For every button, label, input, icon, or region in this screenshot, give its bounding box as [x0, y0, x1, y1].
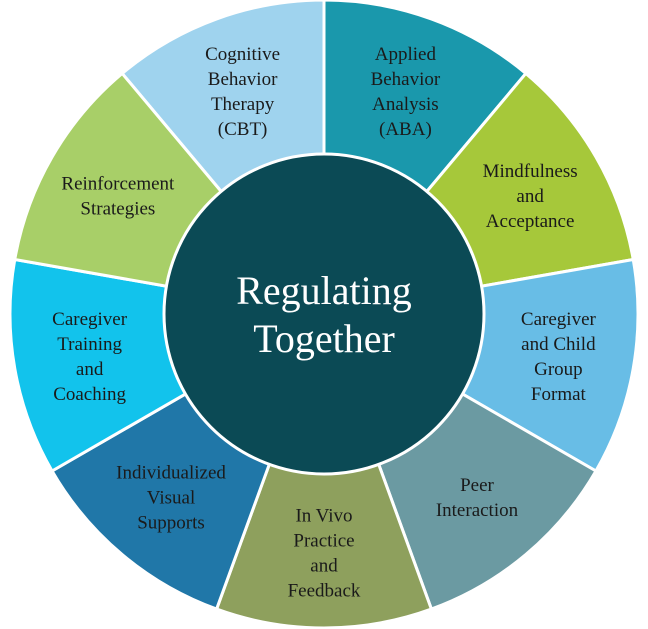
- segment-label-line: Visual: [147, 487, 195, 508]
- segment-label-line: and Child: [521, 334, 596, 355]
- center-hub: [162, 152, 486, 476]
- segment-label-line: (CBT): [218, 119, 268, 140]
- segment-label-line: Behavior: [208, 69, 278, 90]
- segment-label-line: Coaching: [53, 384, 126, 405]
- segment-label-line: Reinforcement: [61, 174, 175, 195]
- segment-label-line: Peer: [460, 475, 494, 496]
- segment-label-line: Caregiver: [521, 309, 597, 330]
- segment-label-line: Practice: [293, 531, 354, 552]
- segment-label-line: and: [516, 186, 544, 207]
- segment-label-line: Applied: [375, 44, 437, 65]
- center-label-line: Together: [253, 316, 395, 361]
- segment-label-line: Behavior: [371, 69, 441, 90]
- segment-label-line: Acceptance: [486, 211, 575, 232]
- segment-label-line: Interaction: [436, 500, 519, 521]
- segment-label-line: Caregiver: [52, 309, 128, 330]
- segment-label-line: (ABA): [379, 119, 432, 140]
- segment-label-line: Mindfulness: [483, 161, 578, 182]
- segment-label-line: and: [310, 556, 338, 577]
- segment-label-line: and: [76, 359, 104, 380]
- segment-label-line: Analysis: [372, 94, 439, 115]
- segment-label-line: Strategies: [80, 199, 155, 220]
- segment-label-line: Feedback: [288, 581, 361, 602]
- segment-label-line: Format: [531, 384, 587, 405]
- center-label-line: Regulating: [236, 268, 412, 313]
- segment-label-line: Group: [534, 359, 583, 380]
- segment-label-line: Individualized: [116, 462, 226, 483]
- segment-label-line: Supports: [137, 512, 205, 533]
- segment-label-line: Training: [57, 334, 122, 355]
- segment-label-line: Cognitive: [205, 44, 280, 65]
- segment-label-line: In Vivo: [295, 506, 352, 527]
- segment-label-line: Therapy: [211, 94, 275, 115]
